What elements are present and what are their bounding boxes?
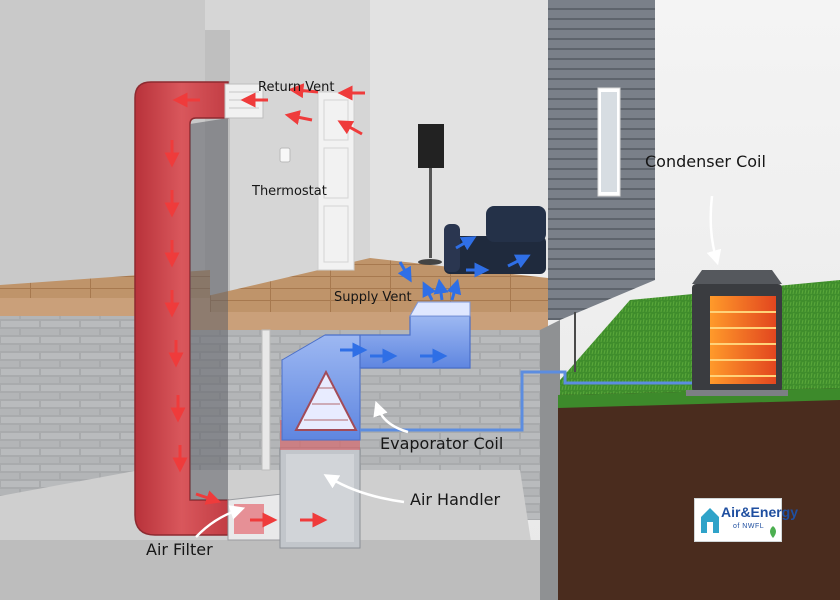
condenser-coil-core [710,296,776,384]
thermostat-device [279,147,291,163]
thermostat-label: Thermostat [252,184,327,199]
supply-vent-label: Supply Vent [334,290,412,305]
house-logo-icon [701,508,719,533]
logo-name: Air&Energy [721,504,799,520]
return-vent-label: Return Vent [258,80,335,95]
door [317,91,355,271]
supply-vent-grille [409,301,471,317]
leaf-icon [770,526,776,538]
soil [558,388,840,600]
condensate-pipe [261,329,271,471]
speaker [418,124,444,168]
company-logo: Air&Energy of NWFL [694,498,798,542]
return-air-arrows [164,83,365,528]
logo-subtitle: of NWFL [733,523,765,530]
supply-air-arrows [340,236,531,364]
evaporator-coil-a-frame [294,369,358,431]
condenser-coil-label: Condenser Coil [645,152,766,171]
evaporator-coil-label: Evaporator Coil [380,434,504,453]
basement-brick-left [0,316,140,496]
callout-arrows [195,195,722,538]
refrigerant-line [360,370,694,432]
back-interior-wall [205,0,385,300]
air-handler-label: Air Handler [410,490,501,509]
return-duct [134,81,229,536]
air-filter-label: Air Filter [146,540,213,559]
